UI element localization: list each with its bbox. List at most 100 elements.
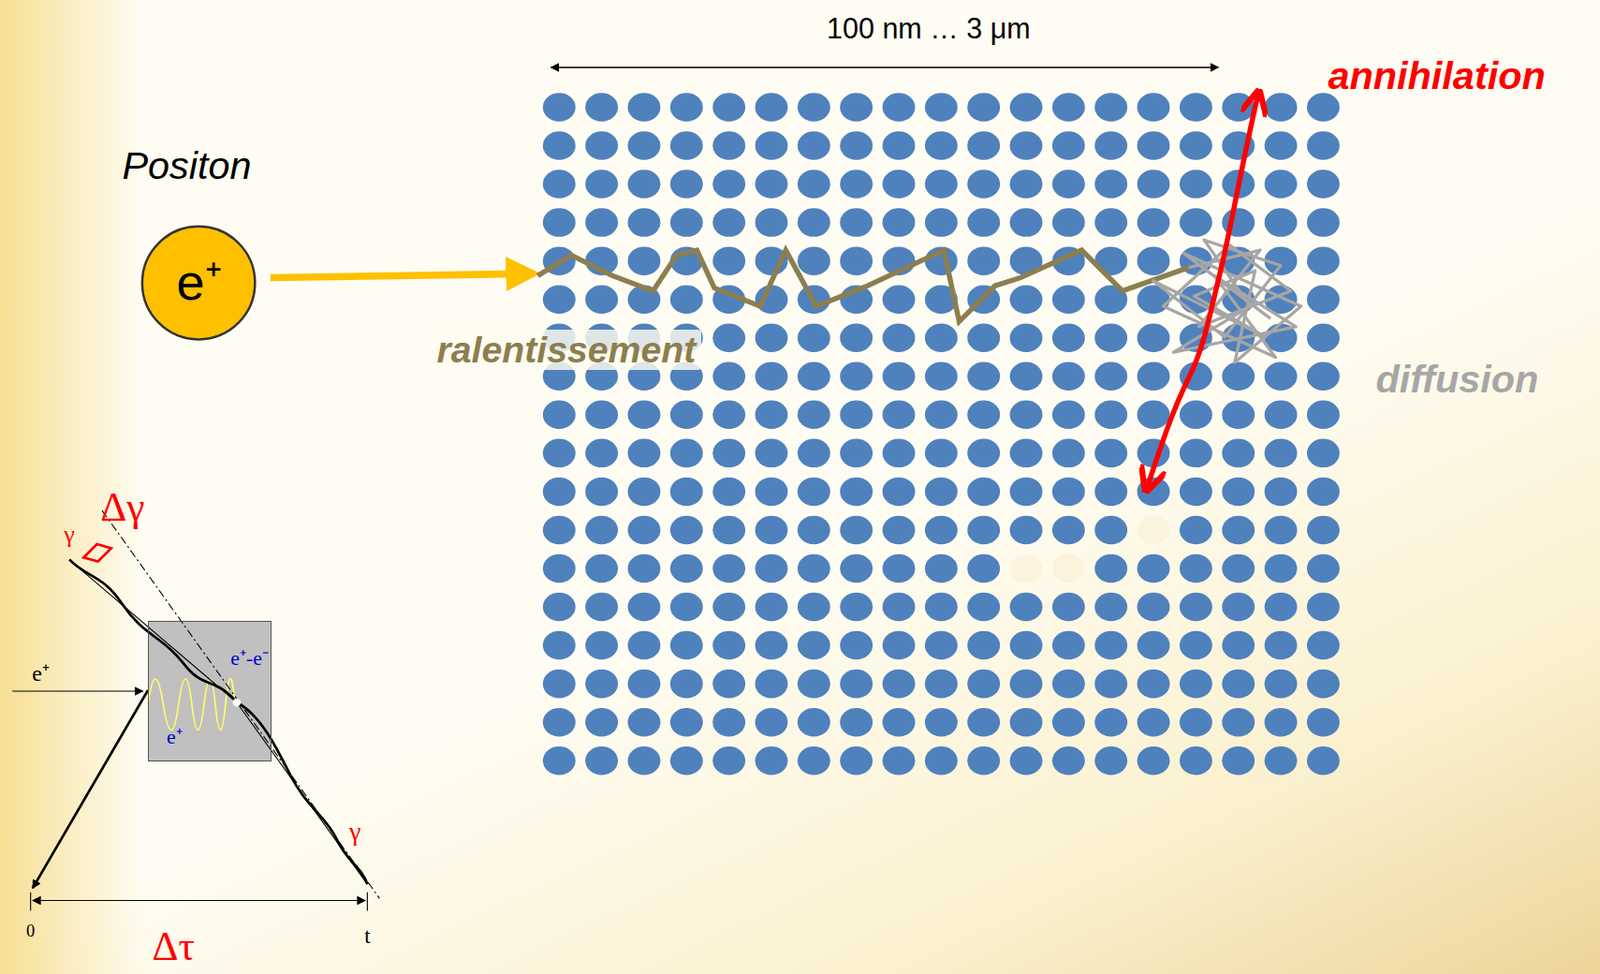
lattice-atom — [882, 362, 916, 392]
lattice-atom — [1221, 92, 1255, 122]
lattice-atom — [585, 592, 618, 622]
lattice-atom — [585, 92, 618, 122]
symbol-label: γ — [349, 818, 362, 845]
lattice-atom — [670, 439, 704, 469]
lattice-atom — [1306, 631, 1340, 661]
lattice-atom — [1306, 246, 1340, 276]
lattice-atom — [585, 477, 618, 507]
lattice-atom — [670, 284, 704, 314]
lattice-atom — [1306, 400, 1340, 430]
lattice-atom — [628, 669, 661, 699]
lattice-atom — [628, 631, 661, 661]
lattice-atom — [967, 515, 1000, 545]
lattice-atom — [797, 322, 831, 353]
lattice-atom — [755, 92, 789, 122]
gamma-ray-lower — [236, 702, 368, 884]
lattice-atom — [670, 169, 704, 199]
lattice-atom — [1010, 631, 1043, 661]
lattice-atom — [1179, 131, 1213, 161]
lattice-atom — [924, 362, 958, 392]
lattice-atom — [712, 92, 746, 122]
lattice-atom — [882, 515, 916, 545]
lattice-atom — [924, 439, 958, 469]
lattice-atom — [839, 400, 873, 430]
lattice-atom — [712, 400, 746, 430]
lattice-atom — [1264, 169, 1298, 199]
lattice-atom — [839, 322, 873, 353]
incoming-arrow — [12, 689, 144, 691]
lattice-atom — [1221, 631, 1255, 661]
diffusion-path — [1153, 239, 1302, 363]
lattice-atom — [712, 631, 746, 661]
lattice-atom — [1137, 400, 1171, 430]
lattice-atom — [712, 246, 746, 276]
lattice-atom — [1094, 669, 1128, 699]
lattice-atom — [1306, 592, 1340, 622]
lattice-atom — [1094, 592, 1128, 622]
reference-line — [102, 510, 380, 898]
lattice-atom — [1010, 284, 1043, 314]
stage-label: annihilation — [1327, 57, 1545, 96]
vacancy — [1010, 554, 1043, 584]
lattice-atom — [839, 131, 873, 161]
lattice-atom — [924, 322, 958, 353]
lattice-atom — [755, 439, 789, 469]
lattice-atom — [967, 669, 1000, 699]
lattice-atom — [1221, 592, 1255, 622]
lattice-atom — [670, 707, 704, 737]
lattice-atom — [797, 207, 831, 237]
lattice-atom — [1306, 554, 1340, 584]
angle-deviation-mark — [83, 543, 111, 562]
lattice-atom — [628, 477, 661, 507]
lattice-atom — [1052, 439, 1086, 469]
lattice-atom — [1221, 554, 1255, 584]
lattice-atom — [1179, 631, 1213, 661]
lattice-atom — [543, 169, 576, 199]
lattice-atom — [1221, 746, 1255, 776]
lattice-atom — [967, 400, 1000, 430]
start-signal-arrow — [32, 689, 148, 888]
lattice-atom — [1264, 400, 1298, 430]
lattice-atom — [1306, 477, 1340, 507]
lattice-atom — [585, 284, 618, 314]
lattice-atom — [1306, 284, 1340, 314]
lattice-atom — [1052, 207, 1086, 237]
lattice-atom — [882, 477, 916, 507]
lattice-atom — [628, 746, 661, 776]
lattice-atom — [1137, 246, 1171, 276]
lattice-atom — [1094, 207, 1128, 237]
lattice-atom — [967, 477, 1000, 507]
lattice-atom — [924, 207, 958, 237]
lattice-atom — [712, 207, 746, 237]
lattice-atom — [1052, 362, 1086, 392]
lattice-atom — [712, 592, 746, 622]
lattice-atom — [1179, 707, 1213, 737]
lattice-atom — [924, 515, 958, 545]
lattice-atom — [882, 322, 916, 353]
lattice-atom — [797, 400, 831, 430]
lattice-atom — [1052, 515, 1086, 545]
lattice-atom — [712, 169, 746, 199]
lattice-atom — [1179, 554, 1213, 584]
gamma-ray-upper — [69, 558, 237, 703]
lattice-atom — [585, 707, 618, 737]
lattice-atom — [755, 400, 789, 430]
lattice-atom — [924, 631, 958, 661]
lattice-atom — [1094, 477, 1128, 507]
positron-circle: e⁺ — [140, 224, 257, 341]
lattice-atom — [1052, 592, 1086, 622]
lattice-atom — [543, 207, 576, 237]
lattice-atom — [1010, 92, 1043, 122]
lattice-atom — [1221, 477, 1255, 507]
axis-label: 0 — [26, 922, 35, 940]
lattice-atom — [882, 631, 916, 661]
lattice-atom — [1264, 477, 1298, 507]
lattice-atom — [1010, 131, 1043, 161]
lattice-atom — [1179, 439, 1213, 469]
lattice-atom — [1306, 362, 1340, 392]
lattice-atom — [967, 707, 1000, 737]
lattice-atom — [1264, 631, 1298, 661]
lattice-atom — [839, 707, 873, 737]
lattice-atom — [543, 631, 576, 661]
lattice-atom — [967, 322, 1000, 353]
